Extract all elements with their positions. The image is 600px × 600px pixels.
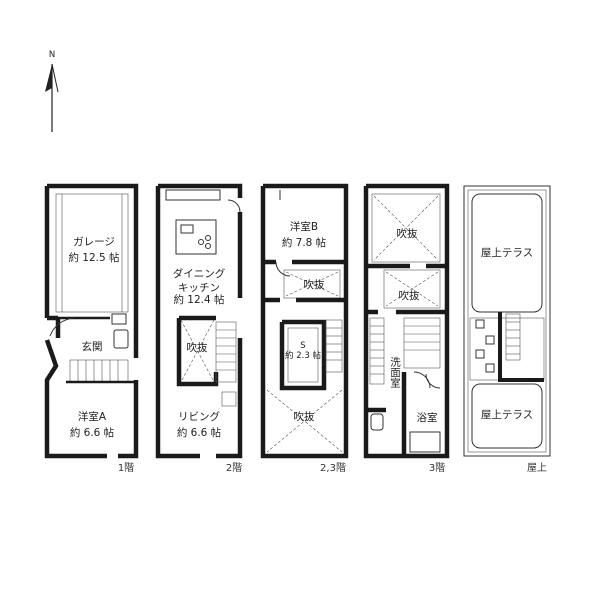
dining-label-1: ダイニング [173,267,226,280]
living-label: リビング [178,410,220,423]
storage-size: 約 2.3 帖 [285,350,321,361]
roof-plan: 屋上テラス 屋上テラス 屋上 [463,185,551,474]
entrance-label: 玄関 [82,340,103,353]
floor-3-plan: 吹抜 吹抜 洗面室 浴室 3階 [363,183,450,474]
void-label-3f-middle: 吹抜 [399,289,420,302]
floor-23-plan: 洋室B 約 7.8 帖 吹抜 S 約 2.3 帖 吹抜 2,3階 [260,183,349,474]
north-arrow-icon: N [45,50,59,132]
void-label-23f-bottom: 吹抜 [294,410,315,423]
bathroom-label: 浴室 [417,411,438,424]
void-label-23f-top: 吹抜 [304,278,325,291]
room-a-label: 洋室A [78,410,107,423]
floor-3-caption: 3階 [429,462,445,474]
living-size: 約 6.6 帖 [177,426,222,439]
void-label-3f-top: 吹抜 [397,227,418,240]
room-b-label: 洋室B [290,220,318,233]
dining-size: 約 12.4 帖 [173,293,225,306]
void-label-2f: 吹抜 [187,341,208,354]
roof-terrace-label-bottom: 屋上テラス [481,409,533,421]
garage-label: ガレージ [73,236,115,248]
washroom-text: 洗面室 [389,356,401,388]
room-a-size: 約 6.6 帖 [70,426,115,439]
garage-size: 約 12.5 帖 [68,251,120,264]
washroom-label: 洗面室 [389,356,401,388]
dining-label-2: キッチン [178,282,220,294]
roof-terrace-label-top: 屋上テラス [481,247,533,259]
floor-1-plan: ガレージ 約 12.5 帖 玄関 洋室A 約 6.6 帖 1階 [44,183,139,474]
floor-23-caption: 2,3階 [320,462,346,474]
floor-2-plan: ダイニング キッチン 約 12.4 帖 吹抜 リビング 約 6.6 帖 2階 [155,183,243,474]
floor-1-caption: 1階 [118,462,134,474]
compass-letter: N [49,50,55,60]
roof-caption: 屋上 [527,462,547,474]
storage-label: S [300,341,305,351]
floor-2-caption: 2階 [226,462,242,474]
room-b-size: 約 7.8 帖 [282,236,327,249]
